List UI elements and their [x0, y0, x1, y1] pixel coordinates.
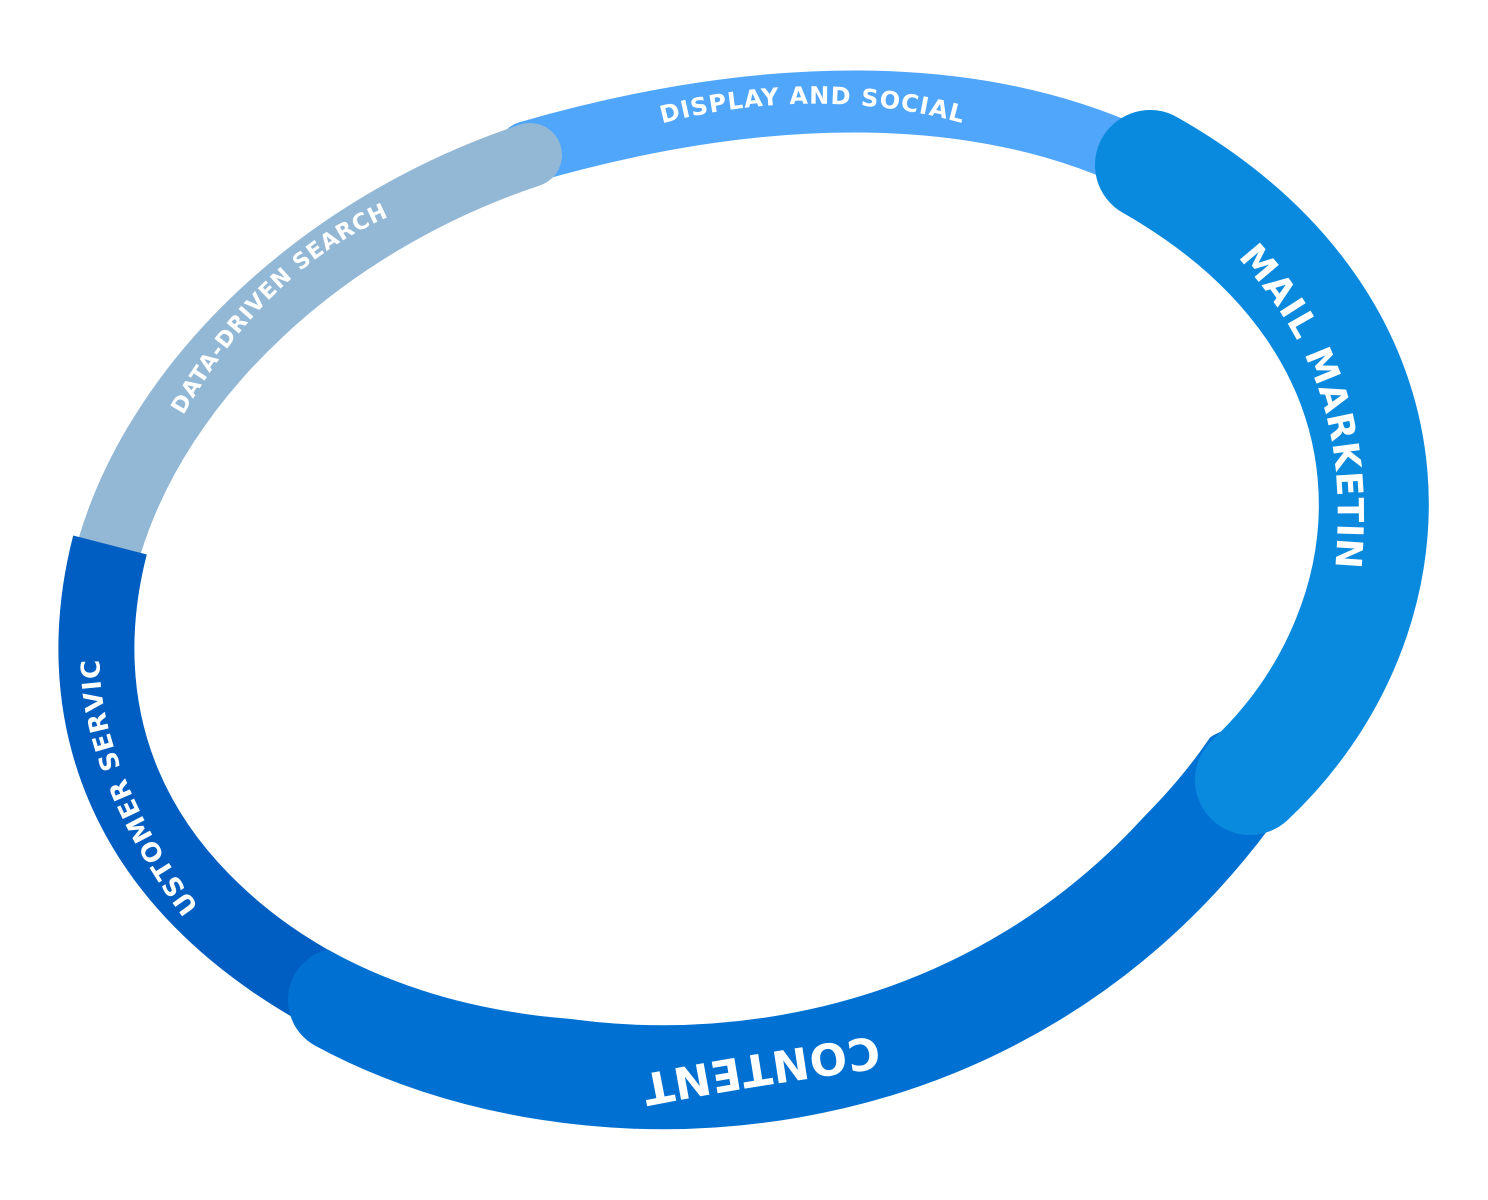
- segment-data-driven-search: [78, 123, 562, 577]
- ring-segments: [58, 70, 1429, 1130]
- segment-content: [288, 728, 1292, 1130]
- segment-customer-service: [58, 535, 358, 1034]
- segment-email-marketing: [1095, 110, 1429, 835]
- segment-display-and-social: [497, 70, 1181, 196]
- ring-inner-hole: [140, 159, 1280, 1021]
